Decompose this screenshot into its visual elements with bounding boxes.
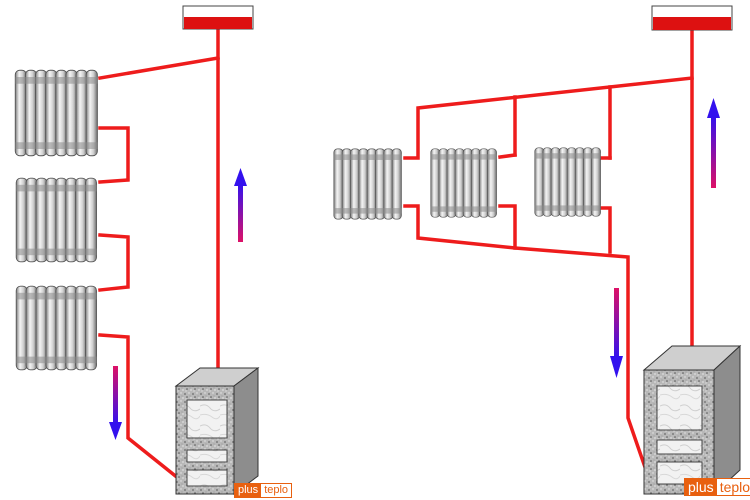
left-radiators bbox=[14, 69, 98, 371]
left-scheme bbox=[97, 26, 221, 481]
left-expansion-tank bbox=[182, 5, 254, 30]
plusteplo-logo-right: plus teplo bbox=[684, 478, 750, 496]
radiator-icon bbox=[14, 69, 98, 157]
radiator-icon bbox=[15, 177, 98, 263]
right-radiators bbox=[333, 147, 601, 220]
radiator-icon bbox=[430, 148, 497, 218]
radiator-icon bbox=[333, 148, 402, 220]
logo-part-teplo: teplo bbox=[716, 479, 750, 495]
right-boiler bbox=[642, 344, 742, 496]
right-scheme bbox=[403, 26, 694, 473]
radiator-icon bbox=[534, 147, 601, 217]
flow-down-arrow-icon bbox=[610, 288, 623, 378]
logo-part-plus: plus bbox=[685, 479, 717, 495]
right-expansion-tank bbox=[651, 5, 733, 31]
plusteplo-logo-left: plus teplo bbox=[234, 483, 293, 498]
right-flow-arrows bbox=[610, 98, 720, 378]
logo-part-teplo: teplo bbox=[261, 484, 292, 497]
left-flow-arrows bbox=[109, 168, 247, 440]
radiator-icon bbox=[15, 285, 98, 371]
flow-up-arrow-icon bbox=[234, 168, 247, 242]
logo-part-plus: plus bbox=[235, 484, 262, 497]
flow-down-arrow-icon bbox=[109, 366, 122, 440]
flow-up-arrow-icon bbox=[707, 98, 720, 188]
left-boiler bbox=[174, 367, 260, 495]
